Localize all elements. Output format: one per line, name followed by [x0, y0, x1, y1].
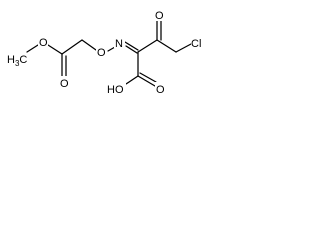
bond-nitrogen-carbon-2	[124, 41, 139, 51]
atom-methyl-label: H3C	[7, 54, 27, 68]
bond-imine-carbon-ketone-carbon	[137, 39, 158, 53]
bond-methylene-oxime-oxygen	[81, 39, 97, 51]
atom-chlorine: Cl	[191, 38, 201, 50]
atom-ester-oxygen: O	[39, 37, 48, 49]
chemical-structure: H3C O O O N O Cl HO O	[7, 9, 206, 96]
atom-oxime-oxygen: O	[97, 47, 106, 59]
bond-acid-carbonyl-1	[137, 75, 156, 87]
atom-acid-carbonyl-oxygen: O	[156, 84, 165, 96]
atom-nitrogen: N	[115, 38, 123, 50]
bond-acid-carbon-hydroxyl	[125, 75, 139, 85]
bond-nitrogen-carbon-1	[125, 45, 138, 54]
atom-ketone-oxygen: O	[155, 10, 164, 22]
bond-acid-carbonyl-2	[139, 72, 157, 83]
bond-oxygen-ester-carbon	[47, 44, 63, 55]
bond-ketone-carbon-chloromethyl	[156, 39, 177, 53]
bonds	[26, 20, 192, 87]
bond-chloromethyl-chlorine	[175, 43, 192, 53]
bond-ester-carbon-methylene	[61, 39, 83, 55]
bond-methyl-oxygen	[26, 44, 39, 53]
bond-oxygen-nitrogen	[107, 46, 116, 52]
atom-acid-hydroxyl: HO	[107, 84, 124, 96]
atom-ester-carbonyl-oxygen: O	[60, 78, 69, 90]
atom-labels: H3C O O O N O Cl HO O	[7, 9, 206, 96]
